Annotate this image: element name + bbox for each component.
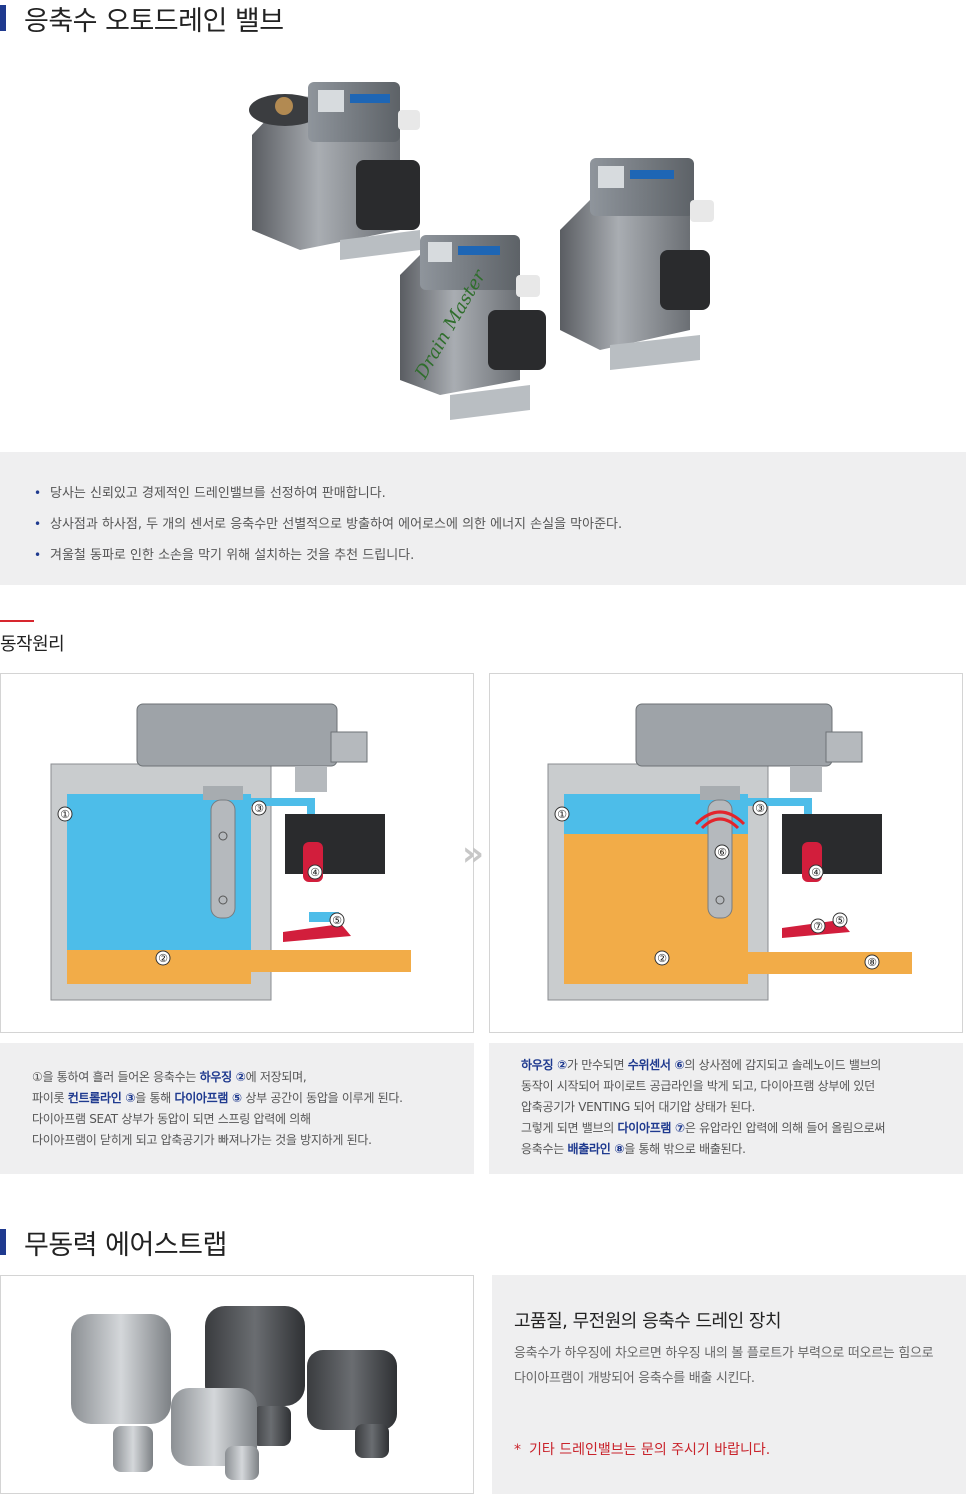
label-5: ⑤	[332, 914, 342, 927]
diagram-closed-state: ① ② ③ ④ ⑤	[0, 673, 474, 1033]
label-8: ⑧	[867, 956, 877, 969]
desc-text: 동작이 시작되어 파이로트 공급라인을 박게 되고, 다이아프램 상부에 있던	[521, 1079, 875, 1093]
label-4: ④	[310, 866, 320, 879]
feature-item: 상사점과 하사점, 두 개의 센서로 응축수만 선별적으로 방출하여 에어로스에…	[34, 509, 966, 540]
desc-highlight: 수위센서 ⑥	[627, 1058, 685, 1072]
desc-text: 압축공기가 VENTING 되어 대기압 상태가 된다.	[521, 1100, 756, 1114]
label-2: ②	[657, 952, 667, 965]
desc-text: 다이아프램 SEAT 상부가 동압이 되면 스프링 압력에 의해	[32, 1112, 311, 1126]
arrow-next-icon: »	[462, 834, 484, 874]
label-2: ②	[158, 952, 168, 965]
feature-list: 당사는 신뢰있고 경제적인 드레인밸브를 선정하여 판매합니다. 상사점과 하사…	[0, 452, 966, 585]
note-text: 기타 드레인밸브는 문의 주시기 바랍니다.	[529, 1442, 771, 1458]
desc-text: 가 만수되면	[566, 1058, 628, 1072]
heading-accent-line	[0, 620, 34, 622]
desc-highlight: 컨트롤라인 ③	[67, 1091, 136, 1105]
title-bar	[0, 1229, 6, 1255]
label-3: ③	[755, 802, 765, 815]
desc-text: ①을 통하여 흘러 들어온 응축수는	[32, 1070, 200, 1084]
air-trap-info: 고품질, 무전원의 응축수 드레인 장치 응축수가 하우징에 차오르면 하우징 …	[492, 1275, 966, 1494]
desc-highlight: 배출라인 ⑧	[567, 1142, 625, 1156]
trap-1	[71, 1314, 171, 1472]
label-3: ③	[254, 802, 264, 815]
section-title-airtrap: 무동력 에어스트랩	[0, 1224, 227, 1261]
label-7: ⑦	[813, 920, 823, 933]
desc-text: 그렇게 되면 밸브의	[521, 1121, 618, 1135]
section-title-text: 무동력 에어스트랩	[24, 1229, 227, 1261]
desc-highlight: 하우징 ②	[199, 1070, 246, 1084]
drain-unit-1	[249, 82, 420, 260]
inquiry-note: * 기타 드레인밸브는 문의 주시기 바랍니다.	[514, 1439, 944, 1459]
desc-text: 의 상사점에 감지되고 솔레노이드 밸브의	[684, 1058, 882, 1072]
desc-highlight: 하우징 ②	[521, 1058, 567, 1072]
trap-3	[171, 1388, 259, 1480]
note-asterisk: *	[514, 1442, 521, 1458]
label-4: ④	[811, 866, 821, 879]
principle-heading: 동작원리	[0, 620, 65, 656]
section-title-text: 응축수 오토드레인 밸브	[24, 5, 284, 37]
desc-text: 을 통해 밖으로 배출된다.	[624, 1142, 746, 1156]
trap-4	[307, 1350, 397, 1458]
label-5: ⑤	[835, 914, 845, 927]
desc-text: 을 통해	[135, 1091, 175, 1105]
air-trap-description: 응축수가 하우징에 차오르면 하우징 내의 볼 플로트가 부력으로 떠오르는 힘…	[514, 1346, 934, 1386]
desc-text: 은 유압라인 압력에 의해 들어 올림으로써	[684, 1121, 886, 1135]
label-1: ①	[60, 808, 70, 821]
desc-text: 상부 공간이 동압을 이루게 된다.	[241, 1091, 403, 1105]
diagram-open-state: ① ② ③ ④ ⑤ ⑥ ⑦ ⑧	[489, 673, 963, 1033]
air-trap-product-image	[0, 1275, 474, 1494]
air-trap-heading: 고품질, 무전원의 응축수 드레인 장치	[514, 1311, 782, 1332]
title-bar	[0, 5, 6, 31]
desc-text: 파이롯	[32, 1091, 68, 1105]
desc-highlight: 다이아프램 ⑦	[617, 1121, 685, 1135]
open-state-description: 하우징 ②가 만수되면 수위센서 ⑥의 상사점에 감지되고 솔레노이드 밸브의 …	[489, 1043, 963, 1174]
autodrain-product-image: Drain Master	[0, 50, 966, 450]
label-1: ①	[557, 808, 567, 821]
closed-state-description: ①을 통하여 흘러 들어온 응축수는 하우징 ②에 저장되며, 파이롯 컨트롤라…	[0, 1043, 474, 1174]
trap-2	[205, 1306, 305, 1446]
drain-unit-3	[560, 158, 714, 370]
desc-highlight: 다이아프램 ⑤	[174, 1091, 242, 1105]
feature-item: 겨울철 동파로 인한 소손을 막기 위해 설치하는 것을 추천 드립니다.	[34, 540, 966, 571]
desc-text: 다이아프램이 닫히게 되고 압축공기가 빠져나가는 것을 방지하게 된다.	[32, 1133, 372, 1147]
principle-title: 동작원리	[0, 634, 65, 655]
drain-unit-2: Drain Master	[400, 235, 546, 420]
desc-text: 에 저장되며,	[245, 1070, 307, 1084]
section-title-autodrain: 응축수 오토드레인 밸브	[0, 0, 284, 37]
label-6: ⑥	[717, 846, 727, 859]
desc-text: 응축수는	[521, 1142, 568, 1156]
feature-item: 당사는 신뢰있고 경제적인 드레인밸브를 선정하여 판매합니다.	[34, 478, 966, 509]
